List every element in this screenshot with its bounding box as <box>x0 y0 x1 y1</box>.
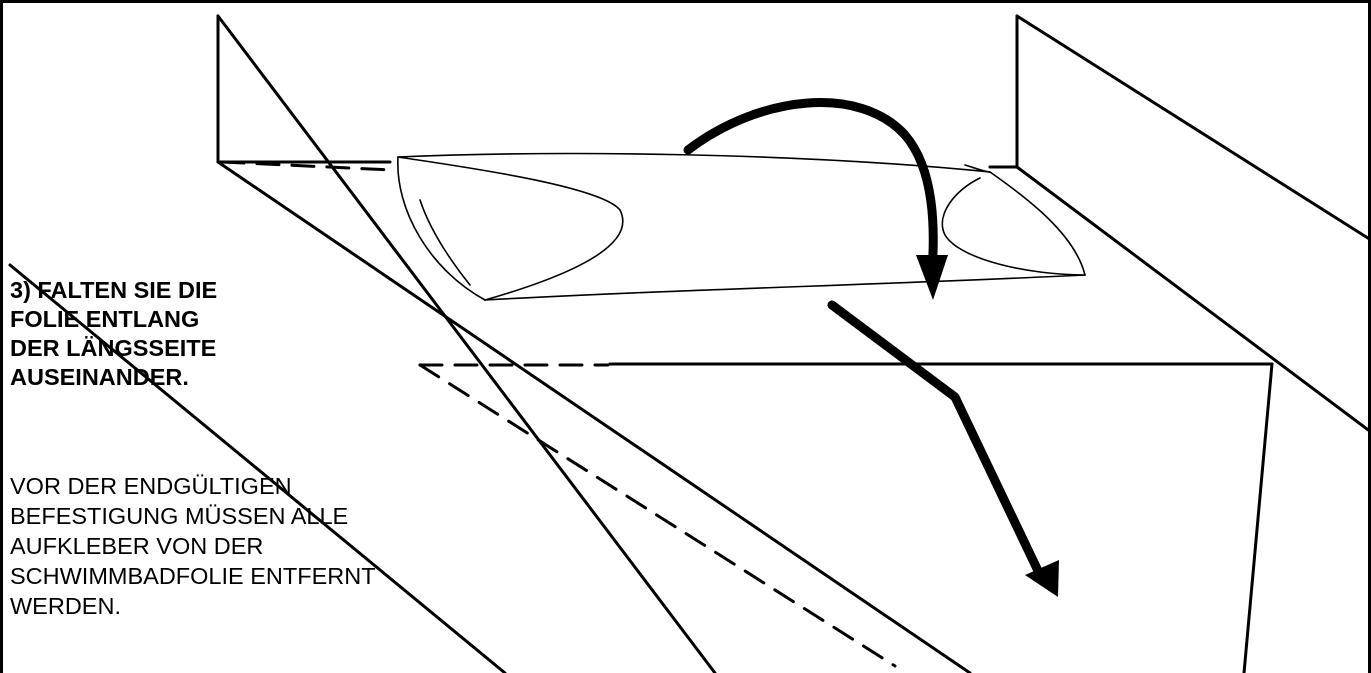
note-line-1: VOR DER ENDGÜLTIGEN <box>10 473 292 499</box>
liner-right-top-fold <box>964 164 991 173</box>
title-line-1: 3) FALTEN SIE DIE <box>10 277 218 303</box>
liner-right-end <box>989 171 1086 276</box>
front-diagonal-bottom <box>216 160 972 673</box>
dashed-diagonal <box>418 363 897 668</box>
back-wall-outline <box>216 14 392 164</box>
note-line-2: BEFESTIGUNG MÜSSEN ALLE <box>10 503 349 529</box>
note-line-3: AUFKLEBER VON DER <box>10 533 264 559</box>
right-back-diagonal <box>1015 14 1371 242</box>
title-line-3: DER LÄNGSSEITE <box>10 335 217 361</box>
liner-right-fold <box>941 177 1086 276</box>
curved-arrow-head <box>916 255 948 300</box>
title-line-2: FOLIE ENTLANG <box>10 306 200 332</box>
curved-arrow <box>683 98 938 277</box>
rolled-liner <box>397 152 1086 301</box>
ledge-diagonal-left <box>8 263 507 673</box>
pool-back-wall <box>216 14 1019 169</box>
step-right-edge <box>1242 362 1274 673</box>
hidden-lines <box>220 160 897 668</box>
note-line-4: SCHWIMMBADFOLIE ENTFERNT <box>10 563 376 589</box>
front-diagonal-top <box>216 14 717 673</box>
liner-left-end <box>397 156 486 301</box>
pool-floor-edges <box>8 14 1371 673</box>
pool-step-box <box>608 362 1274 673</box>
liner-roll-top <box>397 152 991 173</box>
liner-left-fold <box>397 156 624 301</box>
bent-arrow-head <box>1025 560 1059 597</box>
note-line-5: WERDEN. <box>10 593 121 619</box>
right-front-diagonal <box>1015 165 1371 434</box>
bent-arrow <box>827 300 1045 580</box>
sticker-removal-note: VOR DER ENDGÜLTIGEN BEFESTIGUNG MÜSSEN A… <box>10 471 376 621</box>
curved-arrow-shaft <box>683 98 938 277</box>
step-instruction-title: 3) FALTEN SIE DIE FOLIE ENTLANG DER LÄNG… <box>10 276 217 392</box>
dashed-back-left <box>220 160 394 172</box>
liner-left-inner <box>419 199 471 286</box>
liner-roll-bottom <box>484 274 1086 301</box>
bent-arrow-shaft <box>827 300 1045 580</box>
title-line-4: AUSEINANDER. <box>10 364 189 390</box>
